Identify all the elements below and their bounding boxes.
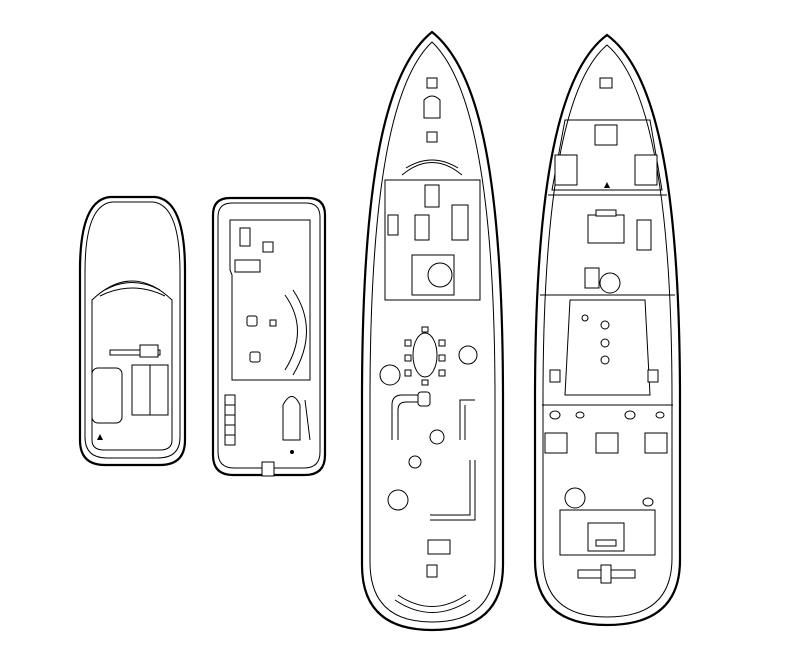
table-1: [246, 315, 258, 327]
salon-table: [417, 391, 431, 407]
sun-deck-seating-arc: [99, 282, 166, 297]
curved-sofa: [284, 289, 307, 376]
console: [387, 214, 399, 236]
engine-equipment: [549, 314, 659, 383]
forward-seating: [401, 159, 463, 176]
davit-crane: [304, 399, 311, 441]
dining-table: [412, 332, 438, 378]
dining-chairs: [404, 326, 446, 386]
cabinet: [262, 241, 274, 253]
engine-room: [564, 299, 651, 396]
lower-deck-plan: [533, 33, 682, 627]
master-bed: [587, 522, 625, 552]
aft-sofa: [430, 460, 476, 521]
tender-boat: [282, 396, 301, 441]
salon-sofa-left: [391, 394, 420, 440]
spiral-stair-1: [427, 262, 453, 288]
master-cabin: [559, 509, 656, 556]
master-pillow: [595, 539, 617, 547]
flybridge-hull: [211, 196, 327, 477]
spiral-stair-lower-2: [564, 487, 586, 509]
vip-bed: [587, 214, 625, 244]
spiral-stair-4: [387, 489, 409, 511]
flybridge-inner-line: [217, 202, 321, 469]
swim-platform-step: [261, 461, 275, 477]
lower-deck-hull: [533, 33, 682, 627]
bench: [451, 204, 469, 241]
bathtub: [584, 267, 600, 289]
forepeak-hatch: [599, 77, 613, 89]
wardrobe: [636, 219, 652, 251]
sun-deck-plan: [78, 195, 187, 467]
stairs-fwd: [424, 184, 440, 208]
capstan: [423, 95, 441, 119]
flybridge-plan: [211, 196, 327, 477]
guest-bed-1: [544, 432, 568, 454]
crew-head: [594, 124, 618, 146]
bollard: [290, 450, 294, 454]
spiral-stair-3: [458, 345, 478, 365]
coffee-table: [429, 429, 445, 445]
chart-table: [414, 214, 430, 241]
sun-deck-inner-line: [84, 201, 181, 459]
helm-station: [239, 227, 251, 247]
wheelhouse: [384, 179, 481, 301]
sunbed-left: [91, 367, 123, 424]
stairs: [224, 394, 236, 446]
main-deck-hull: [360, 30, 505, 632]
galley-block: [411, 254, 455, 296]
flybridge-deckhouse: [229, 219, 311, 381]
stairs-arrow-icon: [97, 434, 103, 440]
salon-sofa-right: [459, 399, 475, 440]
hatch: [426, 77, 438, 89]
guest-bed-2: [595, 432, 619, 454]
spiral-stair-2: [379, 364, 401, 386]
main-deck-inner-line: [369, 41, 496, 623]
helm-console: [109, 349, 161, 356]
pillow: [595, 209, 617, 217]
side-table: [408, 455, 422, 469]
helm-seat: [139, 344, 159, 358]
transom-door: [600, 564, 612, 584]
bar-counter: [234, 259, 261, 273]
spiral-stair-lower-1: [599, 272, 621, 294]
aft-hatch: [426, 564, 438, 578]
main-deck-plan: [360, 30, 505, 632]
guest-bed-3: [644, 432, 668, 454]
heads: [549, 410, 665, 420]
foredeck-hatch: [426, 131, 438, 143]
stairs-arrow-icon: [604, 182, 610, 188]
aft-table: [427, 539, 451, 555]
stern-seating: [394, 594, 471, 613]
crew-bunk-left: [554, 154, 578, 186]
table-2: [249, 351, 261, 363]
head-toilet: [642, 497, 654, 507]
crew-bunk-right: [634, 154, 658, 186]
sun-deck-hardtop: [91, 280, 173, 451]
chair: [269, 319, 277, 327]
sun-deck-hull: [78, 195, 187, 467]
